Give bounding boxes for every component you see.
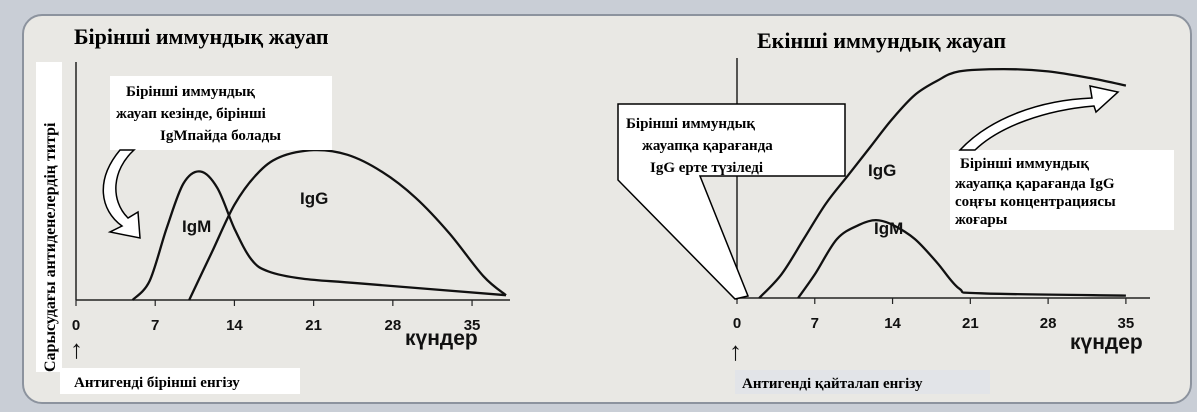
right-tick-label: 21	[962, 315, 979, 332]
left-igg-curve	[188, 148, 507, 301]
left-title: Бірінші иммундық жауап	[74, 24, 329, 49]
left-tick-label: 35	[464, 317, 481, 334]
right-tick-label: 7	[811, 315, 819, 332]
right-note2-line4: жоғары	[955, 212, 1008, 228]
left-tick-label: 0	[72, 317, 80, 334]
right-note2-line3: соңғы концентрациясы	[955, 194, 1116, 210]
left-antigen-arrow-icon: ↑	[70, 334, 83, 364]
right-title: Екінші иммундық жауап	[757, 28, 1006, 53]
y-axis-label-box: Сарысудағы антиденелердің титрі	[36, 62, 62, 372]
right-footer: Антигенді қайталап енгізу	[742, 376, 923, 392]
left-tick-label: 14	[226, 317, 243, 334]
left-tick-label: 7	[151, 317, 159, 334]
right-tick-label: 14	[884, 315, 901, 332]
right-note2-line2: жауапқа қарағанда IgG	[955, 176, 1115, 192]
left-footer: Антигенді бірінші енгізу	[74, 375, 240, 391]
right-days-label: күндер	[1070, 331, 1143, 354]
right-note2-line1: Бірінші иммундық	[960, 156, 1089, 172]
left-tick-label: 21	[305, 317, 322, 334]
left-tick-label: 28	[384, 317, 401, 334]
right-antigen-arrow-icon: ↑	[729, 336, 742, 366]
right-note1-line2: жауапқа қарағанда	[642, 138, 773, 154]
right-footer-box	[735, 370, 990, 394]
right-igm-label: IgM	[874, 219, 903, 238]
right-igg-curve	[758, 67, 1127, 299]
right-tick-label: 35	[1118, 315, 1135, 332]
right-igm-curve	[797, 218, 1126, 299]
left-note-line1: Бірінші иммундық	[126, 84, 255, 100]
y-axis-label: Сарысудағы антиденелердің титрі	[42, 122, 59, 372]
left-note-callout: Бірінші иммундық жауап кезінде, бірінші …	[102, 76, 332, 239]
right-igg-label: IgG	[868, 161, 896, 180]
left-igg-label: IgG	[300, 189, 328, 208]
right-tick-label: 0	[733, 315, 741, 332]
right-note1-line3: IgG ерте түзіледі	[650, 160, 763, 176]
right-tick-label: 28	[1040, 315, 1057, 332]
left-igm-curve	[131, 170, 507, 301]
right-note1-callout: Бірінші иммундық жауапқа қарағанда IgG е…	[617, 103, 846, 300]
right-x-ticks: 0 7 14 21 28 35	[733, 298, 1134, 332]
left-note-line2: жауап кезінде, бірінші	[116, 106, 266, 122]
right-note2-callout: Бірінші иммундық жауапқа қарағанда IgG с…	[950, 85, 1174, 230]
left-igm-label: IgM	[182, 217, 211, 236]
right-note1-line1: Бірінші иммундық	[626, 116, 755, 132]
left-note-line3: IgMпайда болады	[160, 128, 281, 144]
left-x-ticks: 0 7 14 21 28 35	[72, 300, 481, 334]
left-footer-box	[60, 368, 300, 394]
left-days-label: күндер	[405, 327, 478, 350]
